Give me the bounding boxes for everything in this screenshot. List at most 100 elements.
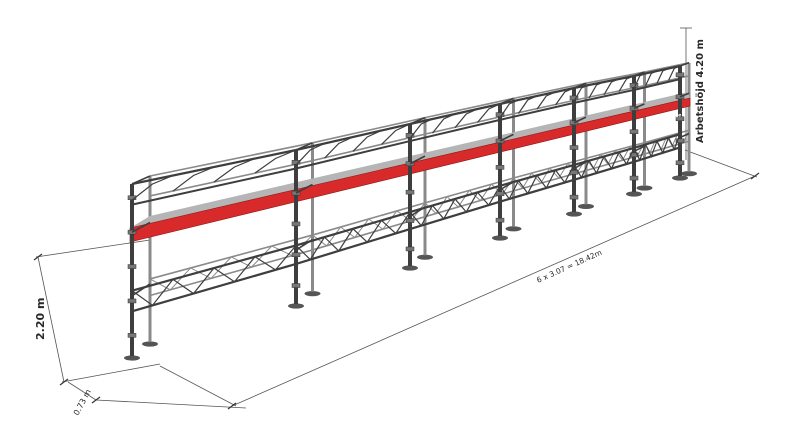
base-plate	[566, 211, 582, 217]
guardrail-lattice	[324, 136, 354, 159]
guardrail-mid	[131, 167, 297, 206]
lower-lattice	[295, 236, 326, 261]
back-rail	[149, 142, 313, 177]
base-plates	[124, 171, 697, 361]
guardrail-mid	[499, 101, 575, 121]
post-rosette	[629, 152, 639, 158]
post-rosette	[495, 191, 505, 197]
lower-rail-bottom	[499, 178, 575, 203]
transverse-ledger	[131, 221, 151, 233]
base-plate	[505, 226, 522, 232]
lower-lattice	[555, 164, 575, 184]
guardrail-mid	[573, 88, 635, 104]
post-rosette	[495, 112, 505, 117]
base-plate	[626, 191, 642, 197]
depth-label: 0.73 m	[72, 388, 93, 417]
guardrail-lattice	[477, 103, 501, 123]
post-rosette	[405, 246, 415, 252]
lower-lattice	[603, 151, 620, 170]
brand-label: assco.se	[659, 113, 682, 123]
lower-lattice	[667, 133, 681, 151]
length-extension-left	[159, 365, 237, 407]
back-rail	[644, 75, 690, 87]
base-plate	[304, 291, 321, 297]
lower-lattice	[499, 180, 520, 201]
base-plate	[288, 303, 304, 309]
post-rosette	[291, 252, 301, 257]
lower-lattice	[588, 156, 605, 175]
post-rosette	[629, 175, 639, 181]
guardrail-mid	[409, 118, 501, 143]
guardrail-lattice	[131, 174, 174, 201]
lower-lattice	[409, 205, 434, 227]
post-rosette	[405, 133, 415, 138]
post-rosette	[675, 138, 685, 144]
post-rosette	[675, 160, 685, 166]
post-rosette	[405, 189, 415, 195]
guardrail-lattice	[254, 149, 297, 174]
back-rail	[312, 133, 426, 162]
guardrail-lattice	[381, 123, 411, 145]
guardrail-lattice	[555, 87, 575, 106]
post-rosette	[569, 145, 579, 150]
lower-rail-bottom	[295, 228, 411, 266]
lower-rail-bottom	[131, 262, 297, 313]
base-plate	[681, 171, 697, 177]
post-rosette	[291, 221, 301, 227]
guardrail-lattice	[656, 67, 669, 84]
lower-lattice	[644, 140, 658, 158]
post-rosette	[495, 165, 505, 170]
base-plate	[492, 235, 508, 241]
base-plate	[142, 341, 158, 347]
length-dimension-line	[231, 175, 756, 407]
guardrail-lattice	[618, 75, 635, 92]
guardrail-lattice	[536, 91, 556, 110]
guardrail-lattice	[409, 118, 433, 139]
lower-lattice	[213, 256, 256, 283]
transverse-ledger	[295, 183, 313, 194]
back-rail	[149, 159, 313, 197]
lower-lattice	[131, 278, 174, 307]
base-plate	[417, 254, 433, 260]
post-rosette	[675, 116, 685, 122]
depth-extension	[95, 399, 247, 409]
lower-lattice	[172, 267, 215, 295]
lower-lattice	[254, 245, 297, 271]
base-plate	[402, 265, 418, 271]
guardrail-lattice	[295, 142, 325, 166]
transverse-ledger	[679, 62, 690, 67]
back-rail	[513, 82, 587, 100]
length-label: 6 x 3.07 = 18.42m	[535, 248, 603, 285]
guardrail-lattice	[633, 72, 646, 89]
post-rosette	[495, 217, 505, 223]
transverse-ledger	[679, 92, 690, 98]
guardrail-lattice	[518, 95, 538, 114]
guardrail-lattice	[588, 81, 605, 99]
front-frame	[127, 62, 690, 356]
guardrail-lattice	[667, 65, 681, 81]
transverse-ledger	[409, 155, 426, 165]
lower-lattice	[536, 169, 557, 190]
back-rail	[585, 71, 645, 84]
lower-rail-bottom	[409, 200, 501, 231]
post-rosette	[569, 194, 579, 200]
lower-lattice	[432, 198, 456, 220]
working-height-label: Arbetshöjd 4.20 m	[695, 39, 706, 143]
lower-lattice	[656, 137, 670, 155]
base-plate	[672, 175, 688, 181]
base-plate	[636, 185, 653, 191]
brand-label: assco.se	[603, 124, 629, 136]
transverse-ledger	[633, 103, 645, 110]
dimension-ticks	[33, 172, 760, 410]
height-label: 2.20 m	[34, 298, 47, 340]
transverse-ledger	[573, 116, 587, 124]
post-rosette	[405, 218, 415, 223]
lower-lattice	[352, 220, 383, 244]
post-rosette	[569, 95, 579, 101]
guardrail-lattice	[432, 113, 456, 134]
lower-lattice	[381, 211, 411, 235]
post-rosette	[675, 72, 685, 78]
post-rosette	[629, 129, 639, 134]
